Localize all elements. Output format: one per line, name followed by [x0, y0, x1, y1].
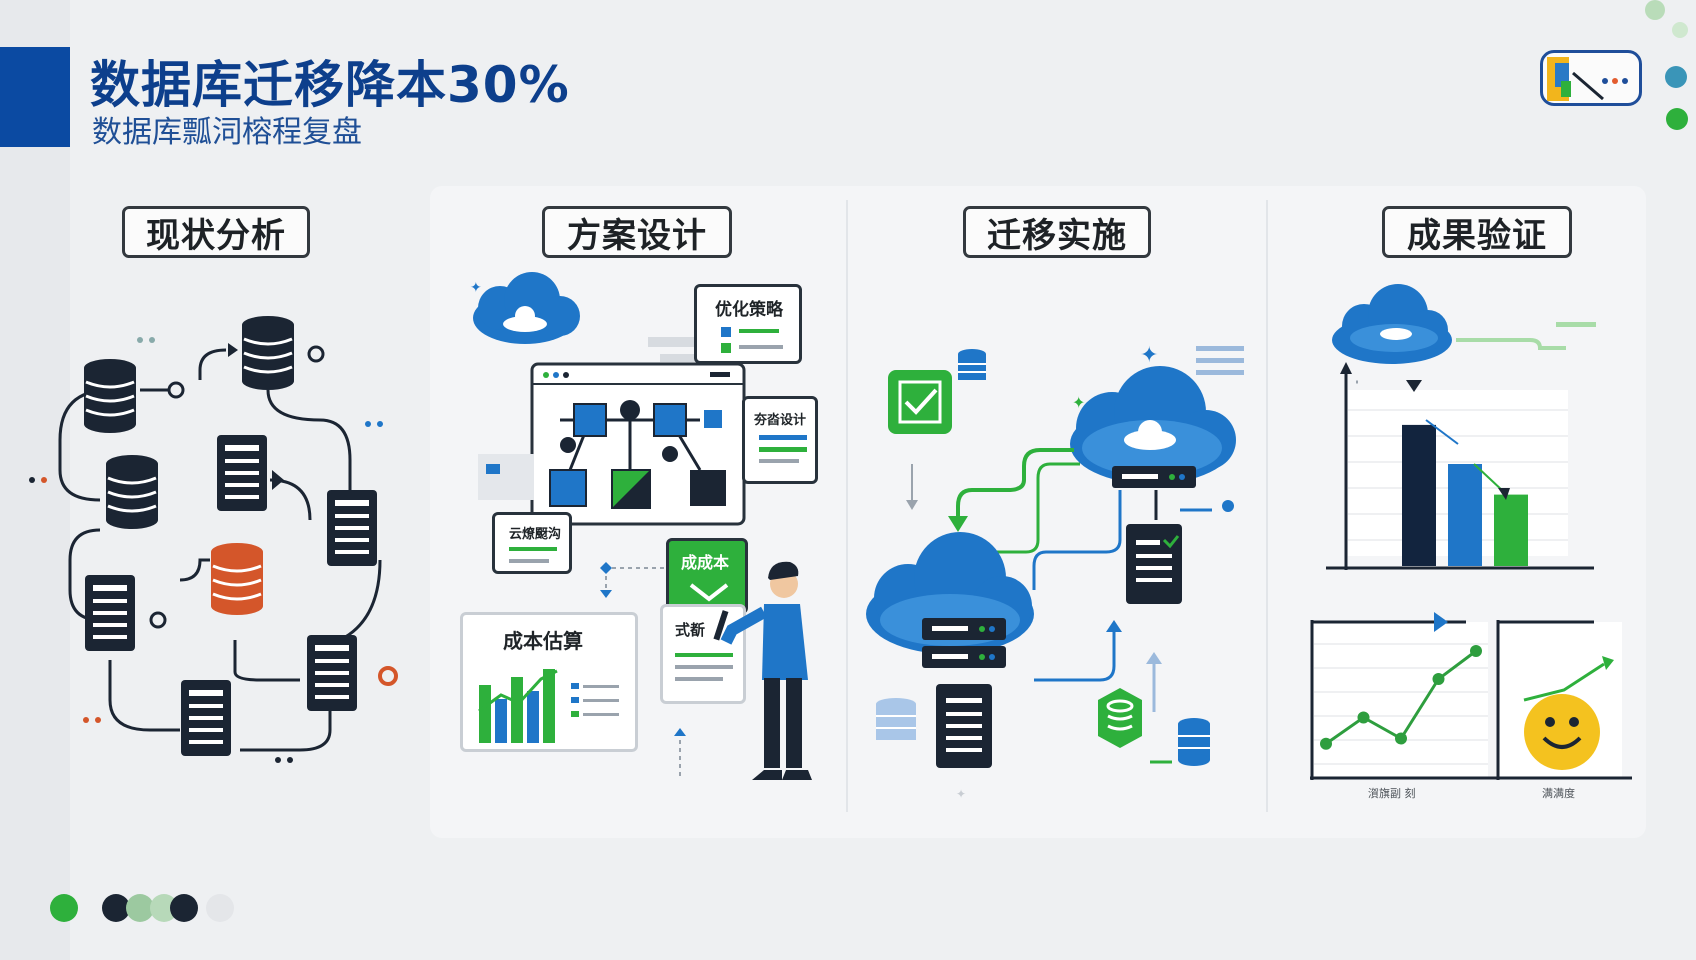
text-line [675, 653, 733, 657]
text-line [759, 459, 799, 463]
svg-text:✦: ✦ [1140, 343, 1158, 368]
deco-dot [1645, 0, 1665, 20]
text-line [759, 435, 807, 440]
architecture-design-card: 夯㳫设计 [742, 396, 818, 484]
verify-bar-chart [1326, 362, 1594, 570]
form-label: 式斱 [675, 621, 706, 639]
line-point-1 [1357, 711, 1370, 724]
page-title: 数据库迁移降本30% [90, 56, 570, 114]
chart2-label: 满满度 [1542, 787, 1575, 800]
mini-bar-chart [478, 669, 619, 743]
page-dot [206, 894, 234, 922]
logo [1540, 50, 1642, 106]
cloud-icon [1070, 366, 1236, 484]
line-point-0 [1320, 737, 1332, 750]
stage-design: 方案设计 [542, 206, 732, 258]
chart1-label: 㵑旗副 刻 [1368, 787, 1416, 800]
stage-verification: 成果验证 [1382, 206, 1572, 258]
architecture-design-label: 夯㳫设计 [754, 413, 807, 428]
svg-text:✦: ✦ [470, 280, 482, 296]
text-line [739, 345, 783, 349]
accent-bar [0, 47, 70, 147]
verify-line-chart [1310, 612, 1496, 780]
bar-2 [1494, 494, 1528, 566]
cloud-icon [1332, 284, 1452, 364]
deco-dot [1666, 108, 1688, 130]
text-line [509, 547, 557, 551]
line-point-4 [1470, 645, 1482, 657]
reduce-cost-label: 成成本 [681, 553, 730, 572]
reduce-cost-card: 成成本 [666, 538, 748, 614]
text-line [509, 559, 549, 563]
stage-migration: 迁移实施 [963, 206, 1151, 258]
bullet-icon [721, 343, 731, 353]
deco-dot [1672, 22, 1688, 38]
cloud-arch-card: 云燎颬沟 [492, 512, 572, 574]
stage-analysis: 现状分析 [122, 206, 310, 258]
text-line [675, 665, 733, 669]
text-line [739, 329, 779, 333]
satisfaction-chart [1496, 620, 1632, 780]
page-dot [170, 894, 198, 922]
page-subtitle: 数据库瓢泀榕程复盘 [92, 115, 362, 150]
arrow-down-icon [1406, 380, 1422, 392]
cost-estimate-label: 成本估算 [503, 629, 583, 653]
cost-estimate-card: 成本估算 [460, 612, 638, 752]
divider [1266, 200, 1268, 812]
smiley-icon [1524, 694, 1600, 770]
svg-text:✦: ✦ [956, 787, 966, 801]
optimize-strategy-label: 优化策略 [715, 300, 783, 320]
bar-1 [1448, 464, 1482, 566]
form-card: 式斱 [660, 604, 746, 704]
text-line [675, 677, 723, 681]
bullet-icon [721, 327, 731, 337]
cloud-arch-label: 云燎颬沟 [509, 527, 562, 542]
page-dot [126, 894, 154, 922]
line-point-3 [1432, 673, 1445, 685]
page-dot [50, 894, 78, 922]
chevron-down-icon [689, 583, 729, 602]
svg-text:✦: ✦ [1072, 393, 1085, 412]
optimize-strategy-card: 优化策略 [694, 284, 802, 364]
bar-0 [1402, 424, 1436, 566]
deco-dot [1665, 66, 1687, 88]
divider [846, 200, 848, 812]
cloud-icon [473, 272, 580, 344]
logo-graphic [1547, 57, 1628, 101]
text-line [759, 447, 807, 452]
page-dot [102, 894, 130, 922]
line-point-2 [1395, 732, 1407, 745]
